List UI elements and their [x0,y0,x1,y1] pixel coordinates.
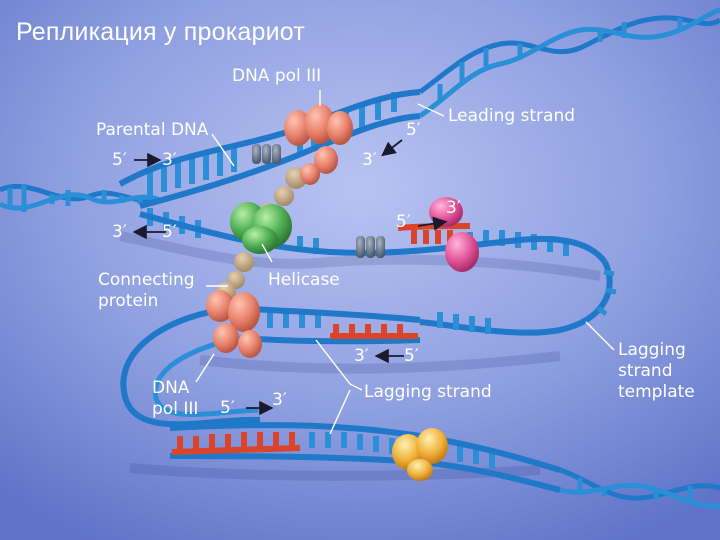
label-connecting-line2: protein [98,291,195,312]
label-dna-pol-bottom: DNA pol III [152,378,198,420]
end-parental-bottom-3: 3′ [112,222,127,242]
end-leading-3: 3′ [362,150,377,170]
label-lagging-template-line2: strand [618,361,695,382]
sliding-clamp-middle [356,236,385,258]
label-connecting-line1: Connecting [98,270,195,291]
label-connecting-protein: Connecting protein [98,270,195,312]
label-helicase: Helicase [268,270,340,291]
end-leading-5: 5′ [406,120,421,140]
sliding-clamp-top [252,144,281,164]
end-primer-3: 3′ [446,198,461,218]
label-dna-pol-bottom-line1: DNA [152,378,198,399]
label-leading-strand: Leading strand [448,106,575,127]
end-parental-top-5: 5′ [112,150,127,170]
label-lagging-strand: Lagging strand [364,382,492,403]
end-okazaki-bottom-3: 3′ [272,390,287,410]
label-dna-pol-top: DNA pol III [232,66,321,87]
end-parental-bottom-5: 5′ [162,222,177,242]
end-okazaki-bottom-5: 5′ [220,398,235,418]
label-lagging-template-line1: Lagging [618,340,695,361]
end-primer-5: 5′ [396,212,411,232]
label-lagging-template: Lagging strand template [618,340,695,403]
slide-title: Репликация у прокариот [16,18,305,47]
end-parental-top-3: 3′ [162,150,177,170]
label-dna-pol-bottom-line2: pol III [152,399,198,420]
end-okazaki-mid-3: 3′ [354,346,369,366]
end-okazaki-mid-5: 5′ [404,346,419,366]
label-parental-dna: Parental DNA [96,120,208,141]
label-lagging-template-line3: template [618,382,695,403]
